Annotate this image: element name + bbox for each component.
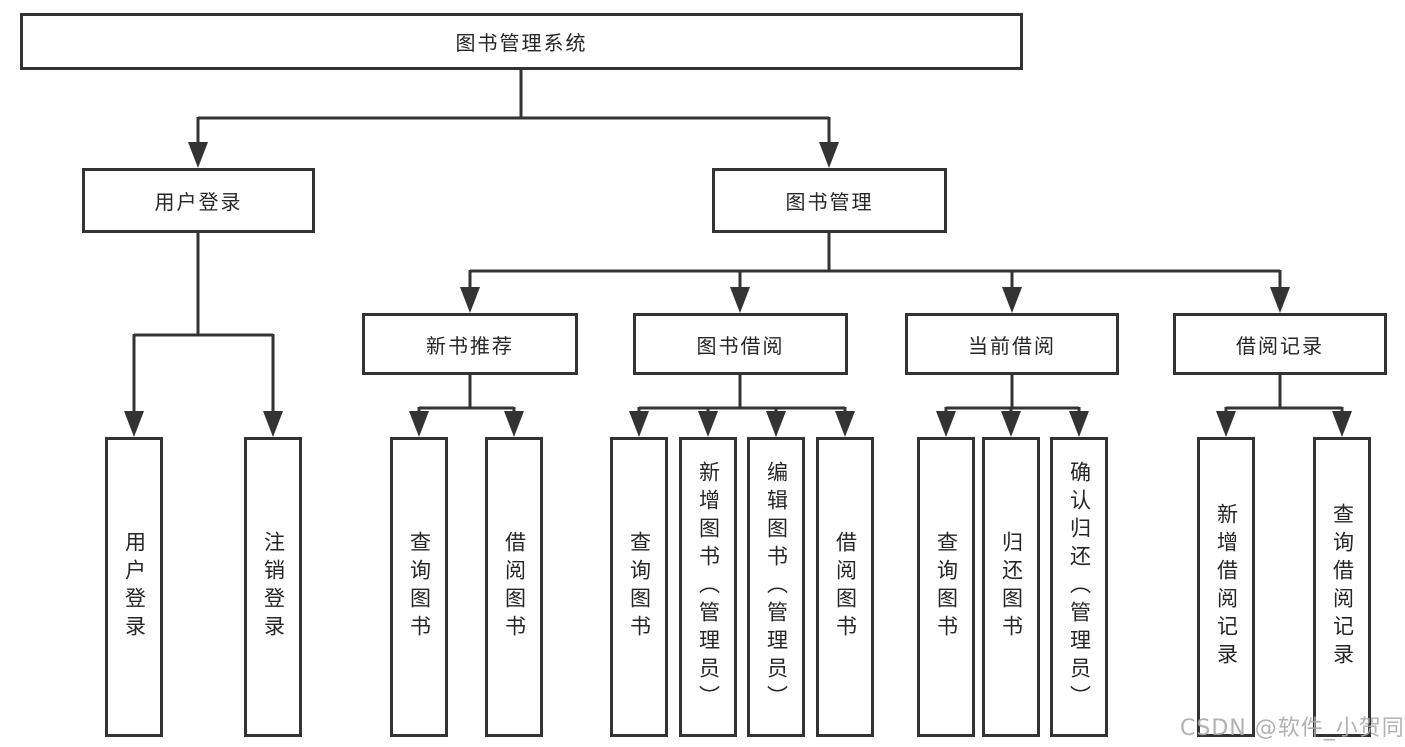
leaf-label: 新增图书（管理员） <box>696 461 721 713</box>
leaf-br-add-record: 新增借阅记录 <box>1197 437 1255 737</box>
node-book-borrowing: 图书借阅 <box>633 313 848 375</box>
leaf-label: 借阅图书 <box>833 531 858 643</box>
leaf-label: 查询借阅记录 <box>1330 503 1355 671</box>
node-current-borrowing: 当前借阅 <box>905 313 1119 375</box>
leaf-nb-borrow-books: 借阅图书 <box>485 437 543 737</box>
leaf-bb-borrow-books: 借阅图书 <box>816 437 874 737</box>
leaf-label: 新增借阅记录 <box>1214 503 1239 671</box>
leaf-label: 查询图书 <box>407 531 432 643</box>
leaf-bb-query-books: 查询图书 <box>610 437 668 737</box>
leaf-label: 查询图书 <box>627 531 652 643</box>
leaf-cb-return-books: 归还图书 <box>982 437 1040 737</box>
node-book-management: 图书管理 <box>712 168 947 233</box>
leaf-user-login: 用户登录 <box>105 437 163 737</box>
leaf-br-query-record: 查询借阅记录 <box>1313 437 1371 737</box>
leaf-label: 归还图书 <box>999 531 1024 643</box>
node-new-book-recommend: 新书推荐 <box>362 313 578 375</box>
leaf-cb-query-books: 查询图书 <box>917 437 975 737</box>
leaf-label: 注销登录 <box>261 531 286 643</box>
node-borrowing-records: 借阅记录 <box>1173 313 1387 375</box>
leaf-label: 确认归还（管理员） <box>1067 461 1092 713</box>
node-user-login: 用户登录 <box>82 168 315 233</box>
csdn-watermark: CSDN @软件_小贺同学 <box>1180 716 1405 741</box>
leaf-bb-edit-books-admin: 编辑图书（管理员） <box>747 437 805 737</box>
leaf-label: 查询图书 <box>934 531 959 643</box>
leaf-bb-add-books-admin: 新增图书（管理员） <box>679 437 737 737</box>
leaf-label: 用户登录 <box>122 531 147 643</box>
leaf-label: 编辑图书（管理员） <box>764 461 789 713</box>
node-root-system: 图书管理系统 <box>20 13 1023 70</box>
leaf-logout: 注销登录 <box>244 437 302 737</box>
leaf-cb-confirm-return-admin: 确认归还（管理员） <box>1050 437 1108 737</box>
leaf-nb-query-books: 查询图书 <box>390 437 448 737</box>
leaf-label: 借阅图书 <box>502 531 527 643</box>
